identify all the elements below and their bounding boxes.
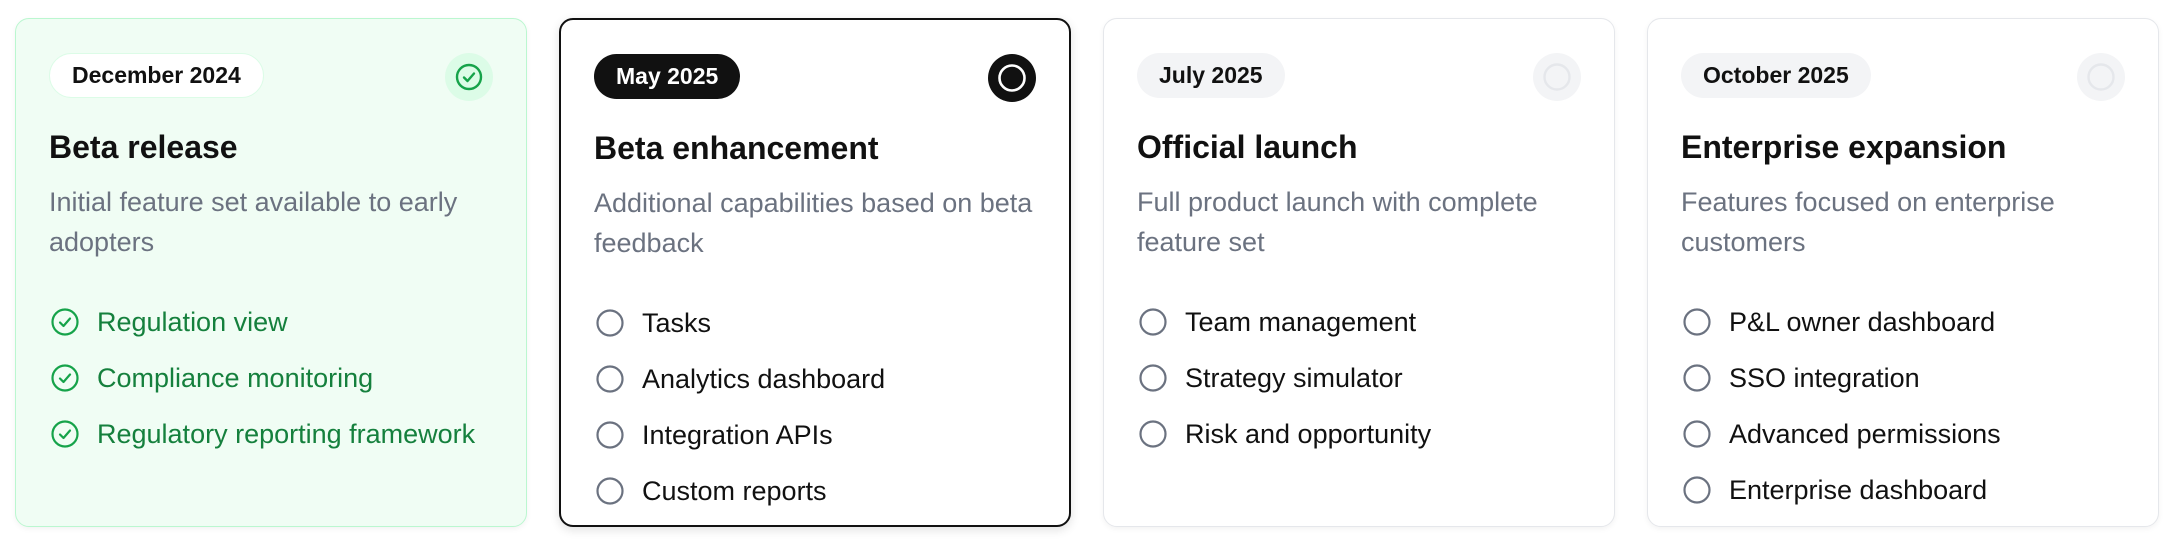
milestone-title: Beta release	[49, 129, 238, 165]
feature-item: Advanced permissions	[1681, 414, 2131, 454]
circle-icon	[2077, 53, 2125, 101]
feature-item: Tasks	[594, 303, 1044, 343]
feature-item: SSO integration	[1681, 358, 2131, 398]
milestone-description: Initial feature set available to early a…	[49, 187, 458, 257]
milestone-date-badge: May 2025	[594, 54, 741, 99]
feature-label: Risk and opportunity	[1185, 419, 1432, 449]
milestone-card-enterprise-expansion: October 2025 Enterprise expansion Featur…	[1647, 18, 2159, 527]
circle-icon	[1533, 53, 1581, 101]
feature-item: Compliance monitoring	[49, 358, 499, 398]
feature-item: Regulatory reporting framework	[49, 414, 499, 454]
feature-label: SSO integration	[1729, 363, 1920, 393]
milestone-card-beta-enhancement: May 2025 Beta enhancement Additional cap…	[559, 18, 1071, 527]
check-circle-icon	[49, 418, 81, 450]
milestone-title: Enterprise expansion	[1681, 129, 2007, 165]
empty-circle-icon	[594, 419, 626, 451]
feature-item: P&L owner dashboard	[1681, 302, 2131, 342]
milestone-card-official-launch: July 2025 Official launch Full product l…	[1103, 18, 1615, 527]
milestone-description: Features focused on enterprise customers	[1681, 187, 2055, 257]
empty-circle-icon	[594, 307, 626, 339]
feature-label: P&L owner dashboard	[1729, 307, 1996, 337]
empty-circle-icon	[1681, 362, 1713, 394]
feature-label: Regulation view	[97, 307, 288, 337]
empty-circle-icon	[594, 475, 626, 507]
empty-circle-icon	[1137, 306, 1169, 338]
feature-list: Regulation view Compliance monitoring Re…	[49, 302, 499, 470]
empty-circle-icon	[1137, 362, 1169, 394]
check-circle-icon	[49, 306, 81, 338]
empty-circle-icon	[1681, 418, 1713, 450]
empty-circle-icon	[1137, 418, 1169, 450]
feature-label: Enterprise dashboard	[1729, 475, 1988, 505]
milestone-description: Additional capabilities based on beta fe…	[594, 188, 1033, 258]
feature-item: Team management	[1137, 302, 1587, 342]
milestone-date-badge: December 2024	[49, 53, 264, 98]
feature-item: Custom reports	[594, 471, 1044, 511]
feature-list: Team management Strategy simulator Risk …	[1137, 302, 1587, 470]
feature-item: Regulation view	[49, 302, 499, 342]
milestone-title: Beta enhancement	[594, 130, 879, 166]
feature-item: Strategy simulator	[1137, 358, 1587, 398]
feature-label: Strategy simulator	[1185, 363, 1403, 393]
feature-item: Enterprise dashboard	[1681, 470, 2131, 510]
empty-circle-icon	[594, 363, 626, 395]
feature-label: Advanced permissions	[1729, 419, 2001, 449]
feature-list: P&L owner dashboard SSO integration Adva…	[1681, 302, 2131, 526]
feature-label: Integration APIs	[642, 420, 833, 450]
circle-icon	[988, 54, 1036, 102]
milestone-description: Full product launch with complete featur…	[1137, 187, 1538, 257]
empty-circle-icon	[1681, 474, 1713, 506]
feature-item: Risk and opportunity	[1137, 414, 1587, 454]
feature-label: Regulatory reporting framework	[97, 419, 476, 449]
feature-label: Tasks	[642, 308, 712, 338]
milestone-title: Official launch	[1137, 129, 1358, 165]
feature-label: Team management	[1185, 307, 1417, 337]
empty-circle-icon	[1681, 306, 1713, 338]
milestone-date-badge: July 2025	[1137, 53, 1285, 98]
feature-label: Custom reports	[642, 476, 827, 506]
check-circle-icon	[49, 362, 81, 394]
feature-item: Integration APIs	[594, 415, 1044, 455]
feature-label: Analytics dashboard	[642, 364, 886, 394]
milestone-card-beta-release: December 2024 Beta release Initial featu…	[15, 18, 527, 527]
feature-item: Analytics dashboard	[594, 359, 1044, 399]
feature-label: Compliance monitoring	[97, 363, 374, 393]
check-circle-icon	[445, 53, 493, 101]
feature-list: Tasks Analytics dashboard Integration AP…	[594, 303, 1044, 527]
milestone-date-badge: October 2025	[1681, 53, 1871, 98]
